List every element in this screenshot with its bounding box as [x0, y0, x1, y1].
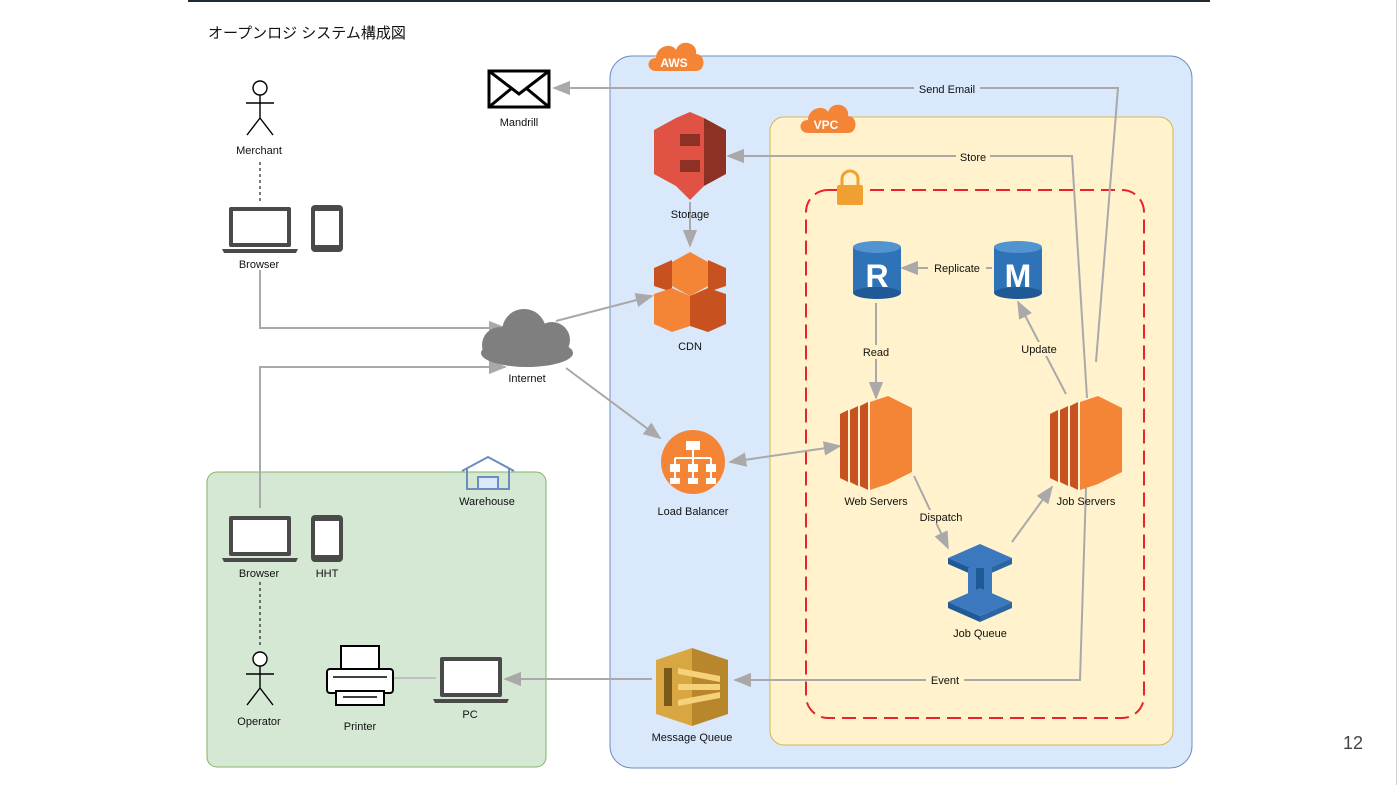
- connector-store: [726, 148, 1088, 399]
- page-number: 12: [1343, 733, 1364, 753]
- node-label-merchant: Merchant: [236, 145, 282, 157]
- edge-label-event: Event: [931, 675, 959, 687]
- edge-label-update: Update: [1021, 344, 1056, 356]
- node-label-printer: Printer: [344, 721, 377, 733]
- laptop-icon: [222, 207, 298, 253]
- ec2-job-servers-icon: [1050, 396, 1122, 490]
- vpc-label: VPC: [814, 118, 839, 132]
- page-title: オープンロジ システム構成図: [208, 25, 406, 42]
- merchant-person-icon: [246, 80, 274, 136]
- node-label-storage: Storage: [671, 209, 710, 221]
- node-label-cdn: CDN: [678, 341, 702, 353]
- sqs-message-queue-icon: [656, 648, 728, 726]
- node-label-message-queue: Message Queue: [652, 732, 733, 744]
- aws-label: AWS: [660, 56, 687, 70]
- node-label-browser-top: Browser: [239, 259, 280, 271]
- node-label-warehouse: Warehouse: [459, 496, 515, 508]
- node-label-load-balancer: Load Balancer: [658, 506, 729, 518]
- warehouse-house-icon: [461, 455, 515, 490]
- connector-warehouse-internet: [259, 359, 507, 508]
- node-label-browser-bottom: Browser: [239, 568, 280, 580]
- job-queue-icon: [948, 544, 1012, 622]
- node-label-operator: Operator: [237, 716, 281, 728]
- node-label-internet: Internet: [508, 373, 545, 385]
- edge-label-dispatch: Dispatch: [920, 512, 963, 524]
- node-label-job-servers: Job Servers: [1057, 496, 1116, 508]
- edge-label-read: Read: [863, 347, 889, 359]
- cloudfront-cdn-icon: [654, 252, 726, 332]
- connector-lb-web: [728, 441, 842, 467]
- handheld-terminal-icon: [311, 515, 343, 562]
- padlock-icon: [837, 169, 863, 205]
- connector-internet-cdn: [555, 293, 654, 322]
- smartphone-icon: [311, 205, 343, 252]
- internet-cloud-icon: [481, 309, 573, 367]
- pc-laptop-icon: [433, 657, 509, 703]
- s3-storage-icon: [654, 112, 726, 200]
- edge-label-send-email: Send Email: [919, 84, 975, 96]
- aws-cloud-icon: AWS: [648, 42, 704, 71]
- edge-label-replicate: Replicate: [934, 263, 980, 275]
- connector-internet-lb: [565, 367, 662, 440]
- laptop-icon: [222, 516, 298, 562]
- envelope-icon: [487, 69, 551, 109]
- db-master-letter: M: [1005, 258, 1032, 294]
- edge-label-store: Store: [960, 152, 986, 164]
- node-label-mandrill: Mandrill: [500, 117, 539, 129]
- vpc-cloud-icon: VPC: [800, 104, 856, 133]
- printer-icon: [326, 645, 394, 706]
- ec2-web-servers-icon: [840, 396, 912, 490]
- node-label-web-servers: Web Servers: [844, 496, 908, 508]
- db-replica-icon: R: [853, 241, 901, 299]
- node-label-job-queue: Job Queue: [953, 628, 1007, 640]
- top-rule: [188, 0, 1210, 2]
- connector-send-email: [552, 80, 1120, 363]
- connector-queue-job: [1011, 485, 1054, 543]
- right-rule: [1396, 0, 1397, 785]
- connector-browser-internet: [259, 270, 507, 336]
- node-label-pc: PC: [462, 709, 477, 721]
- node-label-hht: HHT: [316, 568, 339, 580]
- load-balancer-icon: [661, 430, 725, 494]
- db-master-icon: M: [994, 241, 1042, 299]
- operator-person-icon: [246, 651, 274, 706]
- db-replica-letter: R: [865, 258, 888, 294]
- connector-event: [733, 487, 1087, 688]
